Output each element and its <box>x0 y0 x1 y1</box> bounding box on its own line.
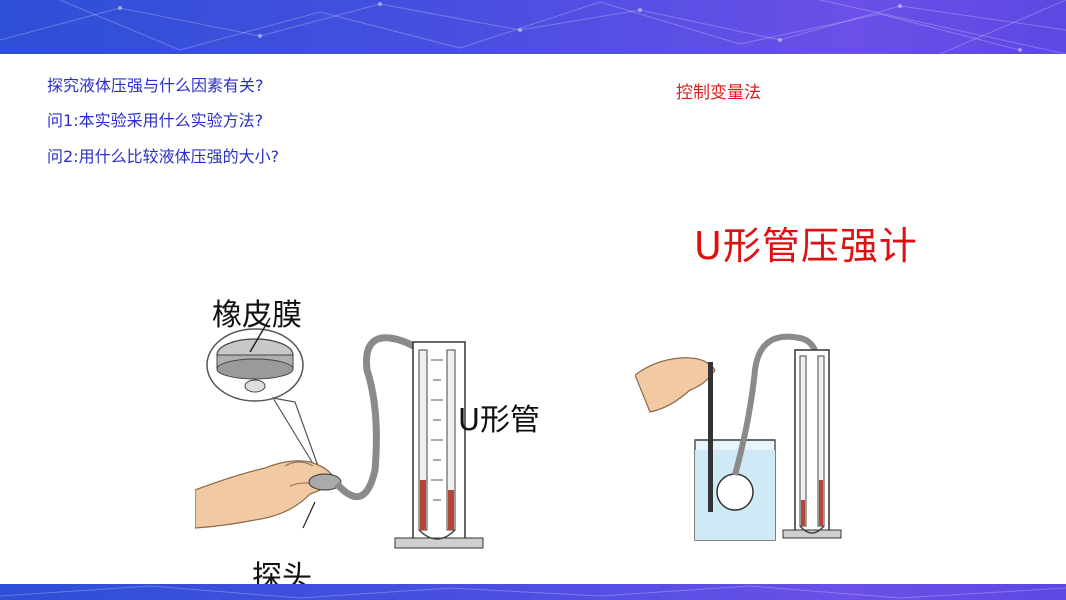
question-1: 问1:本实验采用什么实验方法? <box>47 111 264 130</box>
probe-drawing <box>302 473 342 529</box>
question-heading: 探究液体压强与什么因素有关? <box>47 76 264 95</box>
hose-right <box>732 333 818 476</box>
hand-drawing <box>195 460 336 529</box>
banner-network-pattern <box>0 0 1066 54</box>
hand-drawing-right <box>635 357 716 413</box>
bottom-banner <box>0 584 1066 600</box>
manometer-figure-right <box>635 333 842 541</box>
top-banner <box>0 0 1066 54</box>
membrane-magnified <box>206 317 324 481</box>
bottom-banner-pattern <box>0 585 1066 599</box>
hose-left <box>334 334 422 501</box>
label-utube: U形管 <box>458 403 540 438</box>
manometer-figure-left <box>195 317 484 549</box>
manometer-title: U形管压强计 <box>694 224 918 268</box>
probe-rod <box>708 362 713 512</box>
answer-method: 控制变量法 <box>676 83 761 103</box>
utube-stand-left <box>394 341 484 549</box>
label-membrane: 橡皮膜 <box>212 298 302 333</box>
utube-stand-right <box>782 349 842 539</box>
question-2: 问2:用什么比较液体压强的大小? <box>47 147 280 166</box>
probe-head <box>716 473 754 511</box>
